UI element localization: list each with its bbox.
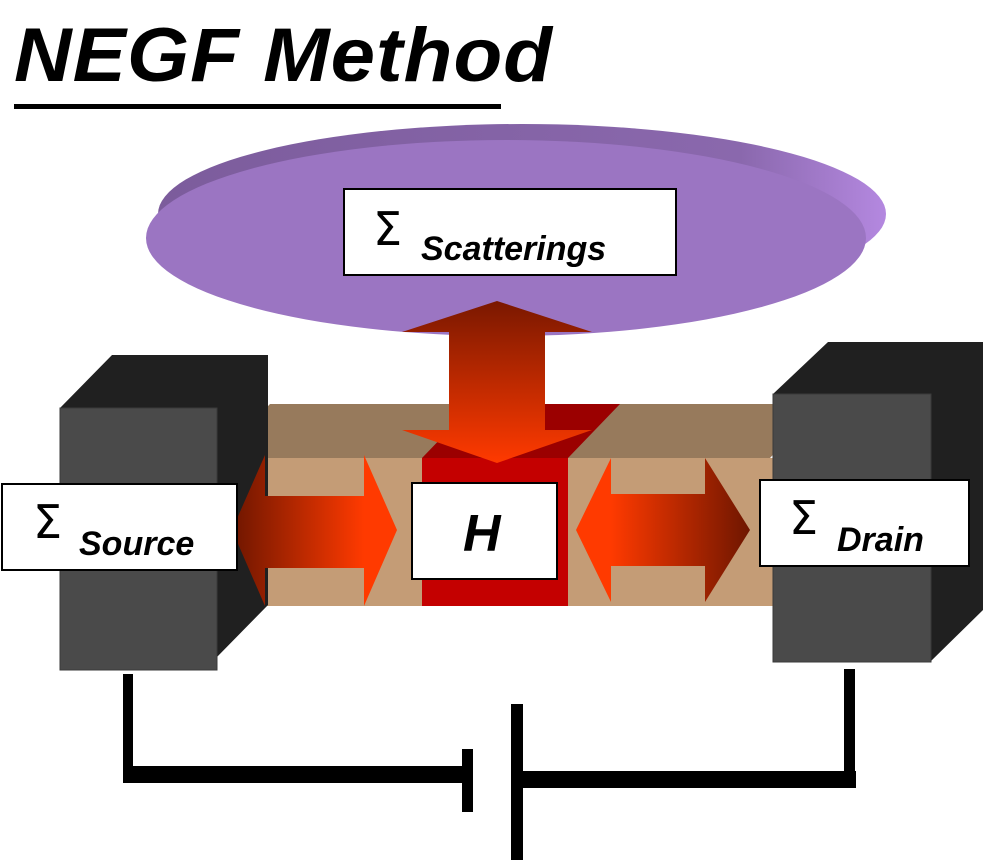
drain-subscript: Drain xyxy=(837,521,924,559)
title-underline xyxy=(14,104,501,109)
source-wire-vertical xyxy=(123,674,133,780)
source-wire-horizontal xyxy=(123,766,468,783)
sigma-symbol: Σ xyxy=(373,202,403,256)
source-coupling-arrow xyxy=(232,455,397,606)
drain-wire-vertical xyxy=(844,669,855,788)
hamiltonian-label: H xyxy=(411,482,558,580)
battery-short-plate xyxy=(462,749,473,812)
drain-wire-horizontal xyxy=(511,771,856,788)
scattering-coupling-arrow xyxy=(402,301,592,463)
source-self-energy-label: Σ Source xyxy=(1,483,238,571)
bias-circuit xyxy=(123,669,856,860)
sigma-symbol: Σ xyxy=(789,491,819,545)
hamiltonian-symbol: H xyxy=(463,505,501,563)
drain-self-energy-label: Σ Drain xyxy=(759,479,970,567)
sigma-symbol: Σ xyxy=(33,495,63,549)
drain-coupling-arrow xyxy=(576,458,750,602)
scatterings-self-energy-label: Σ Scatterings xyxy=(343,188,677,276)
source-subscript: Source xyxy=(79,525,195,563)
page-title: NEGF Method xyxy=(14,13,554,98)
scatterings-subscript: Scatterings xyxy=(421,230,607,268)
